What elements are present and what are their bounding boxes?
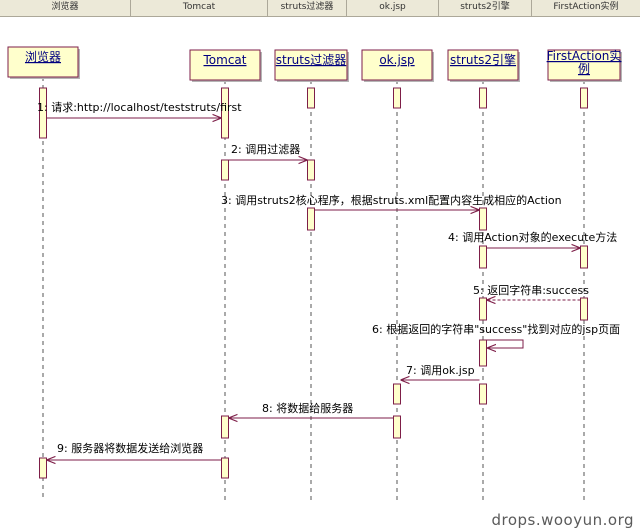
message-label: 3: 调用struts2核心程序，根据struts.xml配置内容生成相应的Ac…: [221, 193, 562, 207]
participant-action: FirstAction实例: [547, 48, 622, 82]
participant-box: [7, 46, 79, 78]
message-m6: 6: 根据返回的字符串"success"找到对应的jsp页面: [372, 322, 620, 348]
participant-label: FirstAction实: [547, 48, 622, 63]
participant-label: struts过滤器: [276, 53, 346, 67]
header-col-tomcat[interactable]: Tomcat: [131, 0, 268, 16]
column-header-bar: 浏览器 Tomcat struts过滤器 ok.jsp struts2引擎 Fi…: [0, 0, 640, 17]
participant-label: ok.jsp: [379, 53, 414, 67]
participant-box: [547, 49, 621, 81]
message-label: 6: 根据返回的字符串"success"找到对应的jsp页面: [372, 322, 620, 336]
activation-bar: [393, 383, 401, 405]
participant-browser: 浏览器: [7, 46, 80, 79]
message-m2: 2: 调用过滤器: [228, 143, 308, 160]
message-label: 7: 调用ok.jsp: [406, 364, 475, 377]
activation-bar: [479, 383, 487, 405]
message-label: 9: 服务器将数据发送给浏览器: [57, 441, 203, 455]
message-label: 2: 调用过滤器: [231, 143, 300, 156]
watermark: drops.wooyun.org: [491, 511, 634, 529]
activation-bar: [580, 297, 588, 321]
header-col-filter[interactable]: struts过滤器: [268, 0, 347, 16]
message-m4: 4: 调用Action对象的execute方法: [448, 230, 617, 248]
participant-label: 浏览器: [25, 49, 61, 64]
activation-bar: [393, 87, 401, 109]
message-label: 5: 返回字符串:success: [473, 283, 589, 297]
message-m3: 3: 调用struts2核心程序，根据struts.xml配置内容生成相应的Ac…: [221, 193, 562, 210]
header-col-okjsp[interactable]: ok.jsp: [347, 0, 439, 16]
message-m7: 7: 调用ok.jsp: [400, 364, 480, 380]
activation-bar: [479, 245, 487, 269]
participant-okjsp: ok.jsp: [361, 49, 434, 82]
activation-bar: [221, 87, 229, 139]
activation-bar: [393, 415, 401, 439]
message-m8: 8: 将数据给服务器: [228, 401, 394, 418]
message-m9: 9: 服务器将数据发送给浏览器: [46, 441, 222, 460]
participant-box: [274, 49, 348, 81]
participant-engine: struts2引擎: [447, 49, 520, 82]
participant-label: Tomcat: [203, 53, 247, 67]
header-col-browser[interactable]: 浏览器: [0, 0, 131, 16]
activation-bar: [479, 87, 487, 109]
participant-box: [447, 49, 519, 81]
activation-bar: [307, 159, 315, 181]
message-label: 8: 将数据给服务器: [262, 401, 353, 415]
activation-bar: [39, 457, 47, 479]
activation-bar: [307, 87, 315, 109]
activation-bar: [307, 207, 315, 231]
participant-filter: struts过滤器: [274, 49, 349, 82]
participant-tomcat: Tomcat: [189, 49, 262, 82]
participant-box: [361, 49, 433, 81]
message-label: 4: 调用Action对象的execute方法: [448, 230, 617, 244]
activation-bar: [479, 207, 487, 231]
activation-bar: [221, 415, 229, 439]
message-arrow: [486, 339, 524, 348]
participant-label: 例: [578, 62, 590, 76]
activation-bar: [221, 457, 229, 479]
participant-label: struts2引擎: [450, 52, 516, 67]
activation-bar: [580, 245, 588, 269]
participant-box: [189, 49, 261, 81]
activation-bar: [479, 297, 487, 321]
activation-bar: [479, 339, 487, 367]
header-col-action[interactable]: FirstAction实例: [553, 2, 619, 12]
activation-bar: [580, 87, 588, 109]
message-label: 1: 请求:http://localhost/teststruts/first: [37, 101, 242, 114]
message-m1: 1: 请求:http://localhost/teststruts/first: [37, 101, 242, 118]
message-m5: 5: 返回字符串:success: [473, 283, 589, 300]
activation-bar: [39, 87, 47, 139]
activation-bar: [221, 159, 229, 181]
header-col-engine[interactable]: struts2引擎: [439, 0, 532, 16]
